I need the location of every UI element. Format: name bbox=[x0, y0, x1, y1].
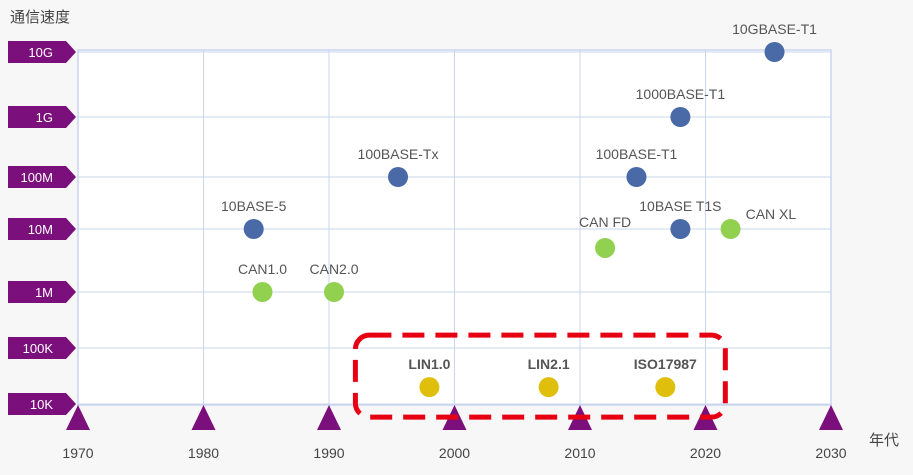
can-point bbox=[720, 219, 741, 239]
x-tick-marker bbox=[66, 405, 90, 430]
y-tick-label: 100M bbox=[20, 170, 53, 185]
y-tick-label: 10K bbox=[30, 397, 53, 412]
ethernet-point-label: 10GBASE-T1 bbox=[732, 21, 817, 37]
y-axis-ticks: 10K 100K 1M 10M 100M 1G 10G bbox=[8, 41, 76, 415]
y-tick-badge bbox=[8, 281, 76, 303]
can-point-label: CAN2.0 bbox=[310, 261, 359, 277]
ethernet-point-label: 100BASE-T1 bbox=[596, 146, 678, 162]
lin-point-label: LIN2.1 bbox=[528, 356, 570, 372]
lin-point-label: ISO17987 bbox=[634, 356, 697, 372]
y-tick-badge bbox=[8, 41, 76, 63]
y-tick-badge bbox=[8, 106, 76, 128]
y-tick-label: 10G bbox=[28, 45, 53, 60]
x-tick-label: 2010 bbox=[564, 445, 595, 461]
y-axis-title: 通信速度 bbox=[10, 9, 70, 26]
can-point bbox=[324, 282, 345, 302]
lin-point bbox=[538, 377, 559, 398]
y-tick-badge bbox=[8, 337, 76, 359]
ethernet-point-label: 10BASE-5 bbox=[221, 198, 287, 214]
ethernet-point bbox=[243, 219, 264, 239]
lin-point bbox=[419, 377, 440, 398]
highlight-box-layer bbox=[352, 332, 728, 420]
ethernet-point bbox=[388, 167, 409, 187]
y-tick-label: 100K bbox=[23, 341, 54, 356]
can-point bbox=[252, 282, 273, 302]
lin-point-label: LIN1.0 bbox=[408, 356, 450, 372]
x-tick-label: 1980 bbox=[188, 445, 219, 461]
x-axis-ticks: 1970 1980 1990 2000 2010 2020 2030 bbox=[62, 405, 847, 461]
can-point-label: CAN XL bbox=[746, 206, 797, 222]
ethernet-point bbox=[670, 219, 691, 239]
grid-lines bbox=[77, 50, 832, 405]
lin-point bbox=[655, 377, 676, 398]
x-tick-label: 2020 bbox=[690, 445, 721, 461]
x-tick-marker bbox=[317, 405, 341, 430]
x-tick-label: 2000 bbox=[439, 445, 470, 461]
x-tick-label: 2030 bbox=[815, 445, 846, 461]
y-tick-label: 1G bbox=[36, 110, 53, 125]
y-tick-badge bbox=[8, 166, 76, 188]
y-tick-badge bbox=[8, 393, 76, 415]
can-point bbox=[595, 237, 616, 258]
ethernet-point bbox=[626, 167, 647, 187]
ethernet-point bbox=[764, 42, 785, 62]
y-tick-label: 1M bbox=[35, 285, 53, 300]
lin-highlight-box bbox=[352, 332, 728, 420]
ethernet-point bbox=[670, 107, 691, 127]
ethernet-point-label: 10BASE T1S bbox=[639, 198, 721, 214]
ethernet-point-label: 1000BASE-T1 bbox=[636, 86, 726, 102]
x-tick-label: 1970 bbox=[62, 445, 93, 461]
can-point-label: CAN FD bbox=[579, 214, 631, 230]
x-tick-marker bbox=[819, 405, 843, 430]
data-points: 10BASE-5 100BASE-Tx 100BASE-T1 10BASE T1S 10… bbox=[221, 21, 817, 398]
x-tick-marker bbox=[191, 405, 216, 430]
can-point-label: CAN1.0 bbox=[238, 261, 287, 277]
y-tick-badge bbox=[8, 218, 76, 240]
x-axis-title: 年代 bbox=[869, 432, 899, 449]
x-tick-label: 1990 bbox=[313, 445, 344, 461]
y-tick-label: 10M bbox=[28, 222, 53, 237]
ethernet-point-label: 100BASE-Tx bbox=[358, 146, 439, 162]
